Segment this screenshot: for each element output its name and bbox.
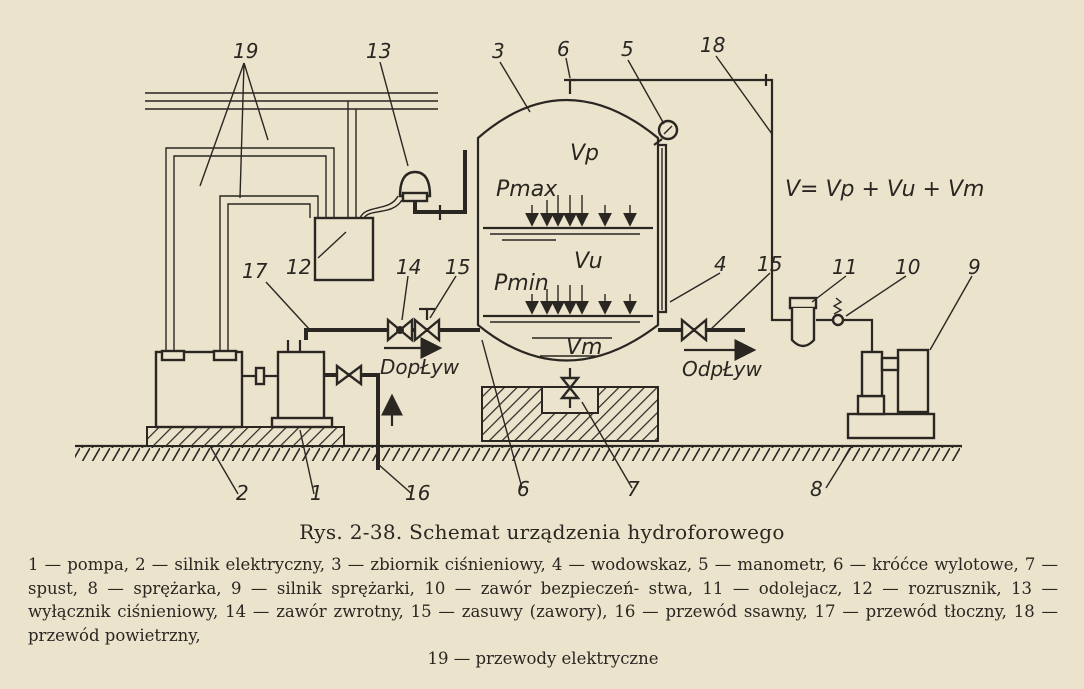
label-16: 16: [405, 481, 430, 505]
inlet-label: DopŁyw: [380, 355, 460, 379]
compressor-8: [846, 350, 936, 440]
symbol-vm: Vm: [566, 335, 602, 360]
label-11: 11: [832, 255, 857, 279]
figure-legend: 1 — pompa, 2 — silnik elektryczny, 3 — z…: [28, 553, 1058, 671]
ground: [75, 444, 962, 461]
label-6-bottom: 6: [517, 477, 530, 501]
label-6-top: 6: [557, 37, 570, 61]
pressure-tank-3: [476, 99, 660, 362]
label-9: 9: [968, 255, 981, 279]
label-7: 7: [627, 477, 640, 501]
pressure-pipe-17: [304, 307, 480, 359]
label-1: 1: [310, 481, 323, 505]
starter-12: [313, 195, 403, 282]
label-4: 4: [714, 252, 727, 276]
legend-line-3: stwa, 11 — odolejacz, 12 — rozrusznik, 1…: [28, 578, 1058, 622]
label-10: 10: [895, 255, 920, 279]
legend-line-1: 1 — pompa, 2 — silnik elektryczny, 3 — z…: [28, 555, 827, 574]
air-pipe-18: [564, 74, 792, 322]
label-12: 12: [286, 255, 311, 279]
pressure-switch-13: [398, 150, 467, 220]
pressure-arrows-min: [525, 285, 637, 315]
label-2: 2: [236, 481, 249, 505]
legend-line-2: 6 — króćce wylotowe, 7 — spust, 8 — sprę…: [28, 555, 1059, 598]
symbol-vu: Vu: [574, 249, 603, 274]
label-3: 3: [492, 39, 505, 63]
safety-valve-10: [831, 297, 874, 356]
hydrophore-diagram: 19 13 3 6 5 18 12 17 14 15 4 15 11 10 9 …: [75, 33, 984, 505]
manometer-5: [653, 119, 679, 146]
label-18: 18: [700, 33, 725, 57]
label-8: 8: [810, 477, 823, 501]
label-15-right: 15: [757, 252, 782, 276]
volume-formula: V= Vp + Vu + Vm: [785, 177, 984, 202]
leader-lines: [199, 55, 973, 495]
label-17: 17: [242, 259, 268, 283]
oil-separator-11: [788, 296, 838, 348]
compressor-motor-9: [880, 348, 930, 414]
water-gauge-4: [658, 143, 668, 314]
legend-line-4: zasuwy (zawory), 16 — przewód ssawny, 17…: [28, 602, 1059, 645]
outlet-pipe: [658, 317, 757, 361]
label-14: 14: [396, 255, 421, 279]
suction-pipe-16: [324, 363, 403, 470]
symbol-pmax: Pmax: [496, 177, 558, 202]
symbol-pmin: Pmin: [494, 271, 549, 296]
label-15-left: 15: [445, 255, 470, 279]
label-19: 19: [233, 39, 258, 63]
pump-foundation: [146, 426, 345, 447]
outlet-label: OdpŁyw: [682, 357, 762, 381]
pump-1: [270, 340, 334, 429]
drain-valve-7: [559, 368, 581, 408]
pressure-arrows-max: [525, 195, 637, 227]
electric-motor-2: [154, 349, 278, 429]
electric-lines-19: [145, 92, 438, 352]
symbol-vp: Vp: [570, 141, 599, 166]
legend-line-5: 19 — przewody elektryczne: [427, 649, 659, 668]
label-5: 5: [621, 37, 634, 61]
figure-caption: Rys. 2-38. Schemat urządzenia hydroforow…: [299, 520, 785, 544]
label-13: 13: [366, 39, 391, 63]
